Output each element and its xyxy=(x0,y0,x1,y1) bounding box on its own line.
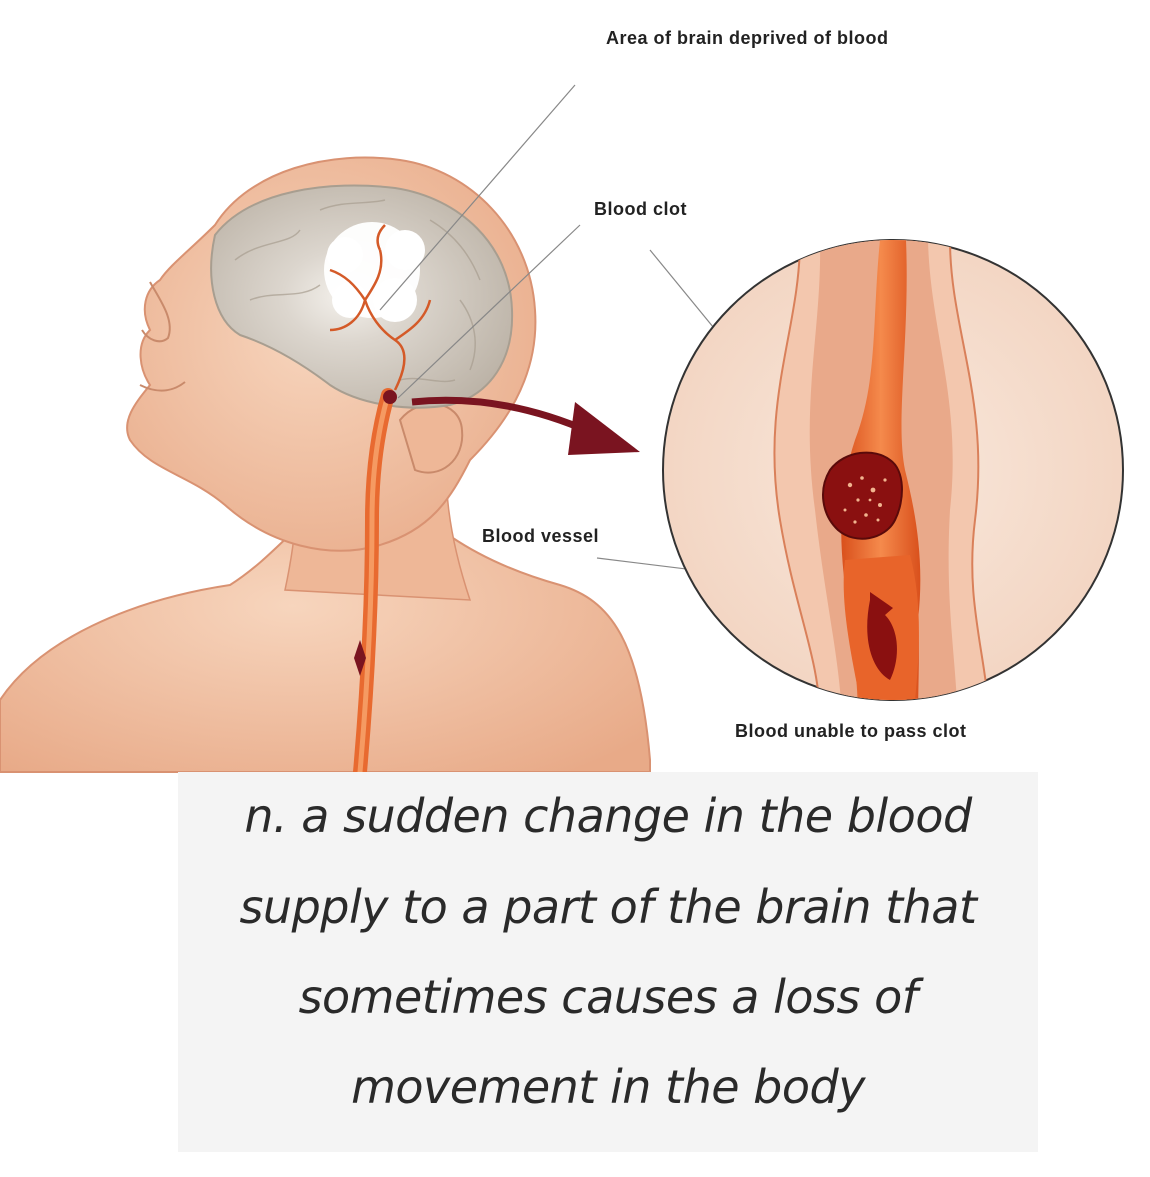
blocked-flow-arrow xyxy=(867,592,897,680)
label-blood-vessel: Blood vessel xyxy=(482,526,600,546)
nose xyxy=(141,281,171,343)
brain-folds xyxy=(234,199,481,383)
vessel-flow-marker xyxy=(354,640,366,676)
zoom-arrow-head xyxy=(568,402,640,455)
caption-line-4: movement in the body xyxy=(351,1060,865,1114)
label-blood-unable: Blood unable to pass clot xyxy=(735,721,967,741)
small-clot xyxy=(383,390,397,404)
clot xyxy=(822,451,903,540)
mouth xyxy=(139,381,186,392)
deprived-area xyxy=(324,222,425,322)
label-blood-clot: Blood clot xyxy=(594,199,687,219)
caption-line-1: n. a sudden change in the blood xyxy=(244,789,972,843)
caption-line-3: sometimes causes a loss of xyxy=(298,970,918,1024)
label-area-deprived: Area of brain deprived of blood xyxy=(606,28,889,48)
brain-vessels xyxy=(329,224,432,391)
neck-vessel-core xyxy=(357,392,391,775)
zoom-arrow-shaft xyxy=(411,396,592,436)
caption-line-2: supply to a part of the brain that xyxy=(239,880,977,934)
definition-caption: n. a sudden change in the blood supply t… xyxy=(178,772,1038,1152)
